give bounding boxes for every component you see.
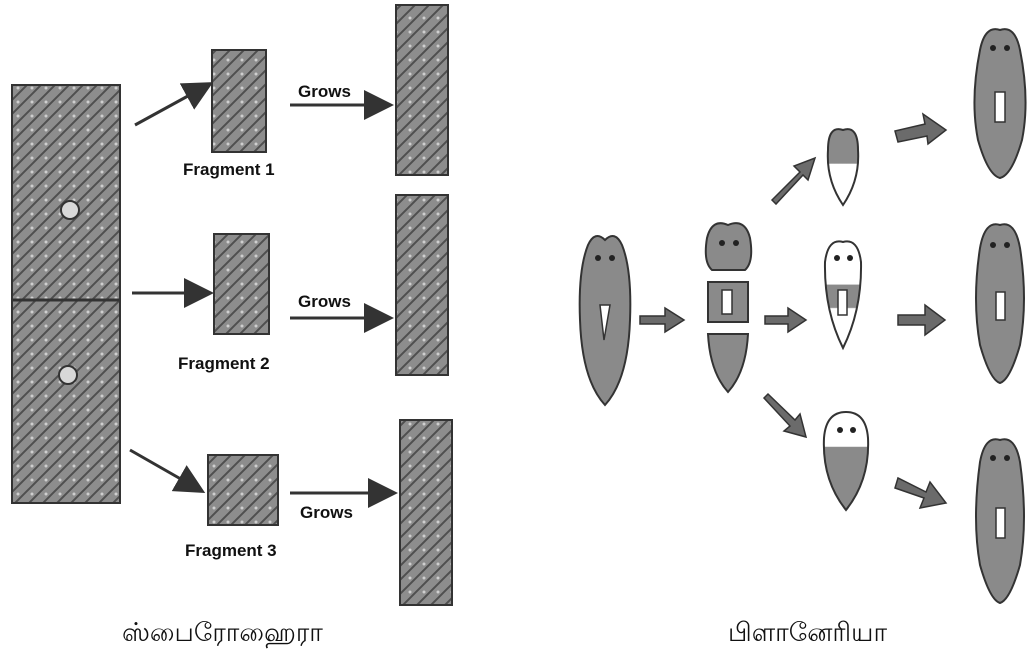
fragment-1-cell (212, 50, 266, 152)
spirogyra-caption: ஸ்பைரோஹைரா (122, 618, 323, 651)
fragment-1-label: Fragment 1 (183, 160, 275, 180)
regenerated-planaria-1 (974, 29, 1025, 178)
planaria-arrow-4 (764, 394, 806, 437)
grows-label-1: Grows (298, 82, 351, 102)
planaria-caption: பிளானேரியா (728, 618, 887, 651)
fragment-3-cell (208, 455, 278, 525)
grown-filament-2 (396, 195, 448, 375)
planaria-arrow-2 (765, 308, 806, 332)
grows-label-2: Grows (298, 292, 351, 312)
planaria-arrow-3 (772, 158, 815, 204)
planaria-arrow-7 (895, 478, 946, 508)
grown-filament-3 (400, 420, 452, 605)
arrow-to-fragment-1 (135, 85, 208, 125)
grows-label-3: Grows (300, 503, 353, 523)
regenerated-planaria-3 (976, 439, 1024, 603)
regenerating-tail (824, 412, 868, 510)
spirogyra-diagram (12, 5, 452, 605)
cut-planaria (706, 223, 751, 392)
parent-planaria (580, 236, 631, 405)
planaria-diagram (580, 29, 1026, 603)
fragment-2-cell (214, 234, 269, 334)
regenerating-head (828, 129, 858, 205)
planaria-arrow-5 (895, 114, 946, 144)
arrow-to-fragment-3 (130, 450, 200, 490)
parent-filament (12, 85, 120, 503)
fragment-3-label: Fragment 3 (185, 541, 277, 561)
regenerating-middle (825, 241, 861, 348)
planaria-arrow-6 (898, 305, 945, 335)
fragment-2-label: Fragment 2 (178, 354, 270, 374)
planaria-arrow-1 (640, 308, 684, 332)
grown-filament-1 (396, 5, 448, 175)
regenerated-planaria-2 (976, 224, 1024, 383)
